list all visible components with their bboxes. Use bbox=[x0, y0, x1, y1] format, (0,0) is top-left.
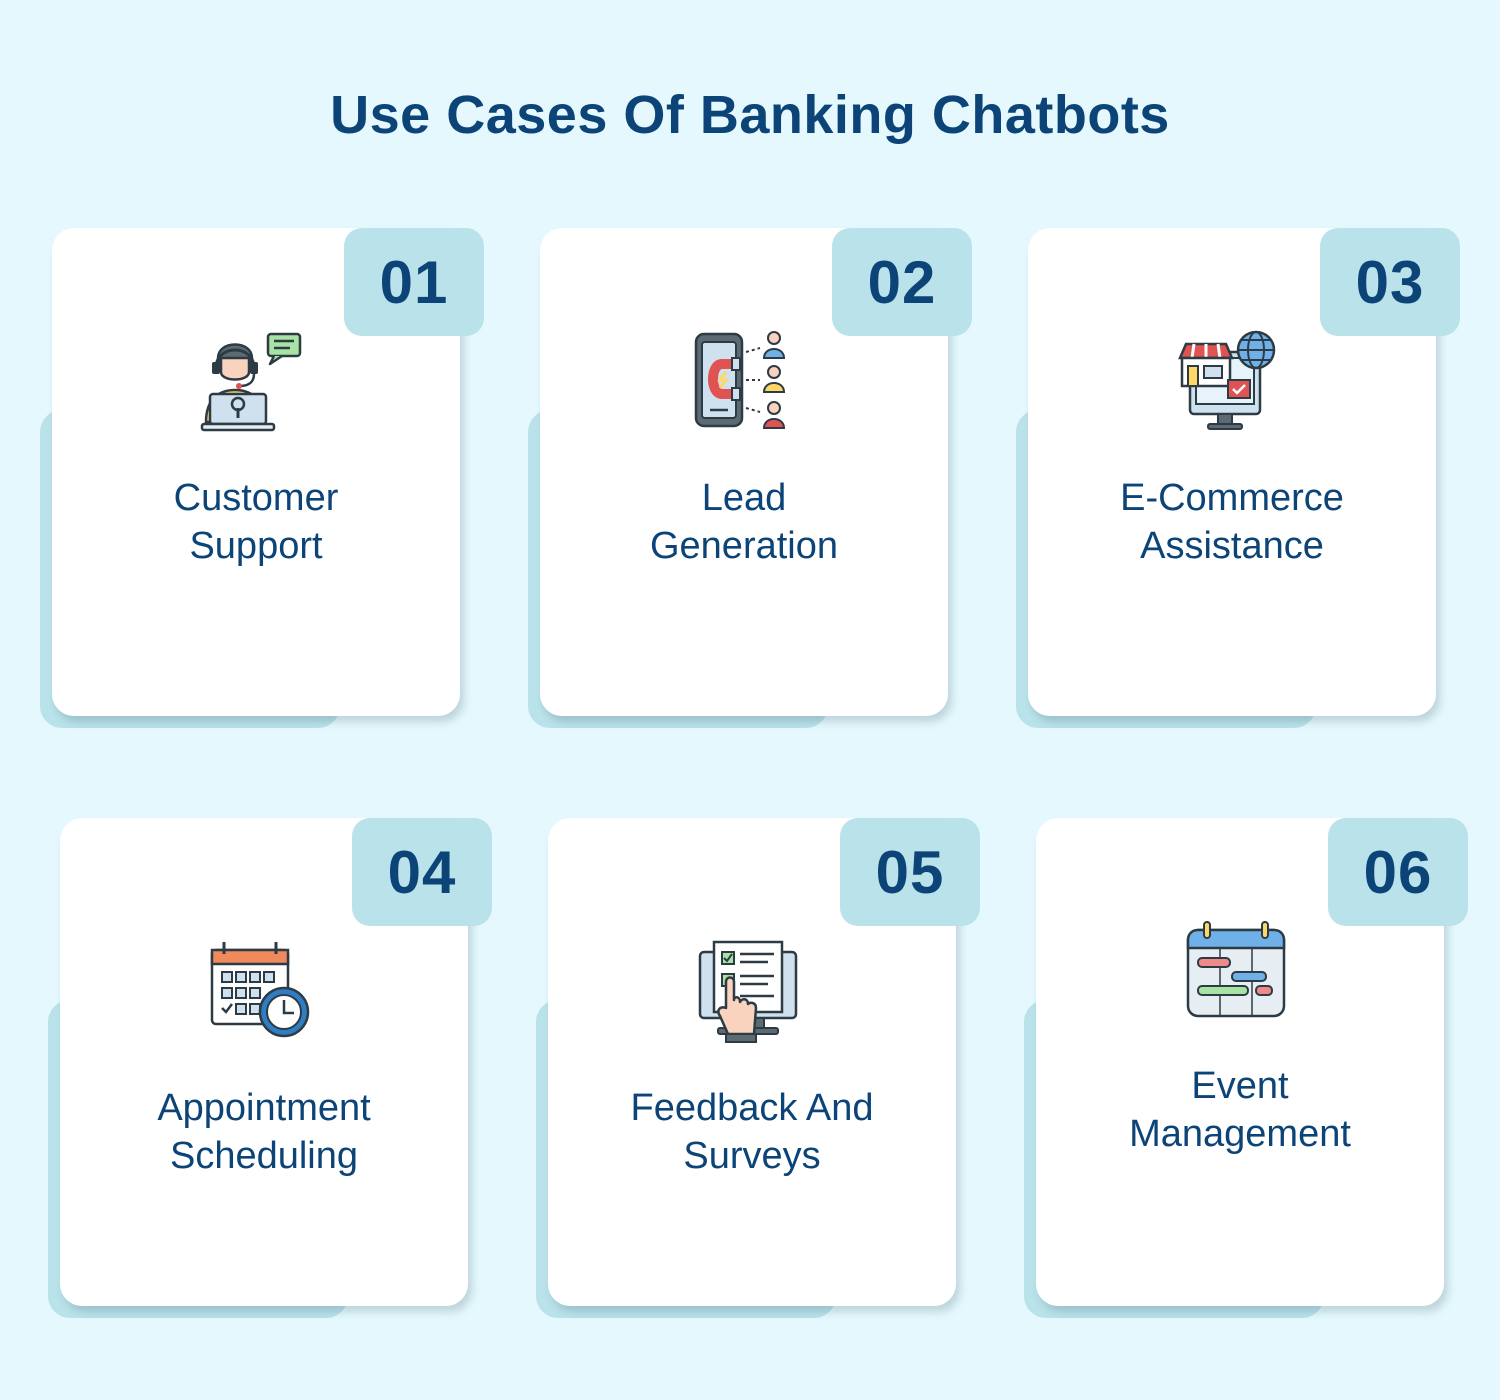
event-schedule-calendar-icon bbox=[1180, 916, 1292, 1028]
use-case-card-lead-generation: 02 bbox=[528, 228, 972, 738]
card-label: Event Management bbox=[1129, 1065, 1351, 1155]
lead-magnet-phone-icon bbox=[684, 328, 796, 440]
use-case-card-feedback-and-surveys: 05 Feedback bbox=[536, 818, 980, 1328]
card-label: Feedback And Surveys bbox=[630, 1087, 874, 1177]
card-number-badge: 05 bbox=[840, 818, 980, 926]
online-store-globe-icon bbox=[1172, 328, 1284, 440]
use-case-card-customer-support: 01 bbox=[40, 228, 484, 738]
card-number-badge: 03 bbox=[1320, 228, 1460, 336]
customer-support-agent-icon bbox=[196, 328, 308, 440]
card-label: Lead Generation bbox=[649, 477, 838, 567]
card-number-badge: 01 bbox=[344, 228, 484, 336]
card-number-badge: 06 bbox=[1328, 818, 1468, 926]
page-title: Use Cases Of Banking Chatbots bbox=[330, 85, 1170, 145]
use-case-card-event-management: 06 Event Management bbox=[1024, 818, 1468, 1328]
card-label: E-Commerce Assistance bbox=[1120, 477, 1344, 567]
card-number-badge: 02 bbox=[832, 228, 972, 336]
calendar-clock-icon bbox=[204, 938, 316, 1050]
use-case-card-e-commerce-assistance: 03 bbox=[1016, 228, 1460, 738]
card-label: Appointment Scheduling bbox=[157, 1087, 371, 1177]
card-number-badge: 04 bbox=[352, 818, 492, 926]
card-label: Customer Support bbox=[173, 477, 339, 567]
use-case-card-appointment-scheduling: 04 bbox=[48, 818, 492, 1328]
survey-checklist-monitor-icon bbox=[692, 938, 804, 1050]
